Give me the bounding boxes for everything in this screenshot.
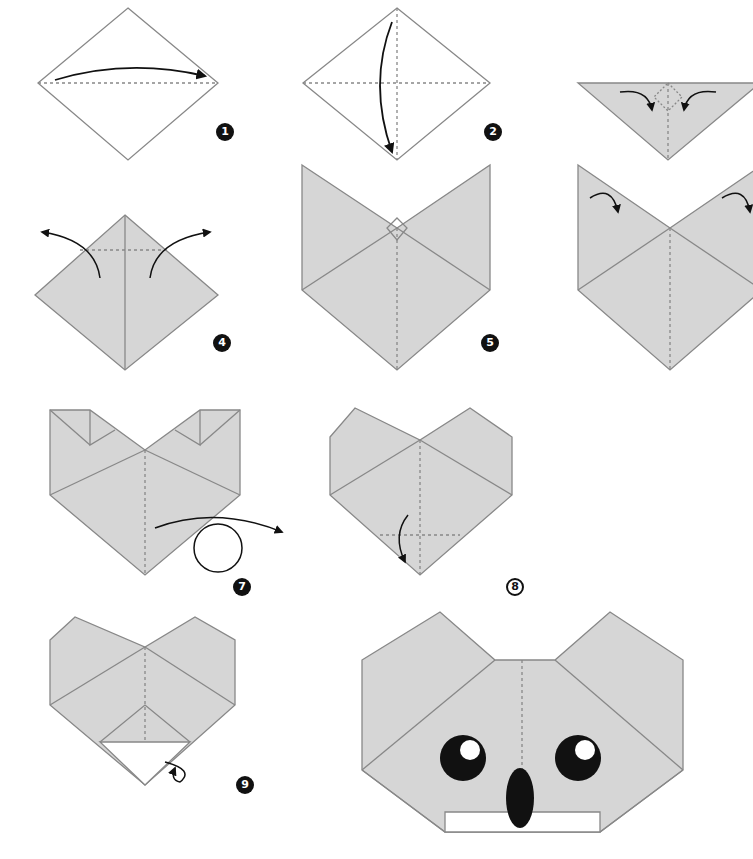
step-number: 5	[481, 334, 499, 352]
step-number: 2	[484, 123, 502, 141]
step-number: 8	[506, 578, 524, 596]
step-number: 7	[233, 578, 251, 596]
step-number: 9	[236, 776, 254, 794]
step-number: 1	[216, 123, 234, 141]
koala-face	[440, 735, 601, 828]
step-number: 4	[213, 334, 231, 352]
